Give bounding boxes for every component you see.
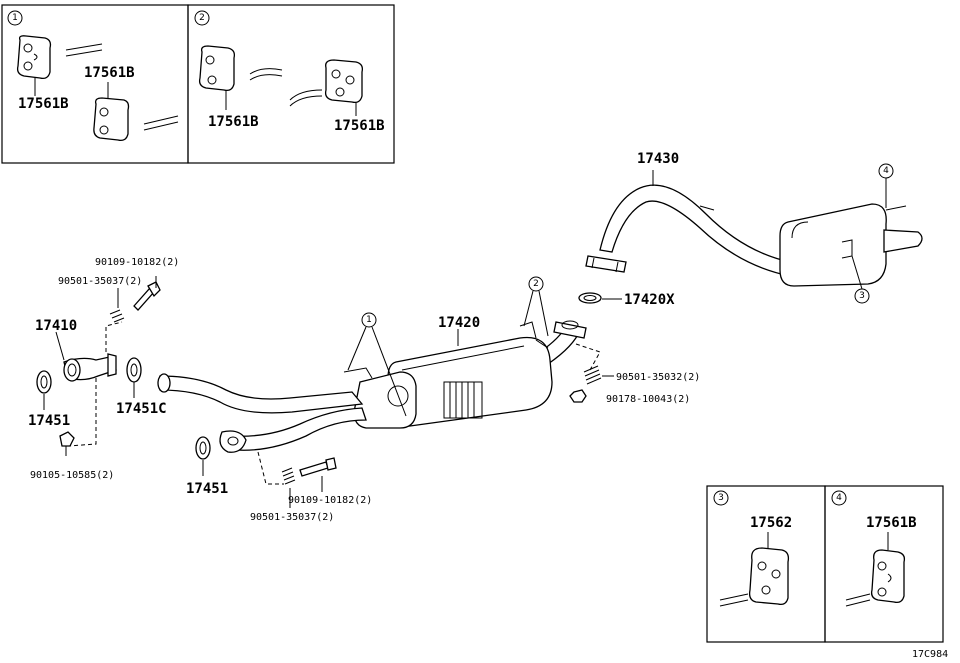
label-17451-lower: 17451: [186, 481, 228, 497]
callout-number-3: 3: [718, 493, 724, 503]
callout-number-1: 1: [366, 315, 372, 325]
top-fasteners: 90109-10182(2) 90501-35037(2): [58, 257, 179, 323]
diagram-code: 17C984: [912, 649, 948, 660]
rubber-hanger-icon: [16, 35, 52, 80]
callout-number-3: 3: [859, 291, 865, 301]
rubber-hanger-icon: [93, 97, 130, 142]
callout-number-4: 4: [836, 493, 842, 503]
label-90501-35032: 90501-35032(2): [616, 372, 700, 383]
front-pipe-assembly: 17410: [35, 318, 123, 447]
inset1-label-a: 17561B: [18, 96, 69, 112]
label-17430: 17430: [637, 151, 679, 167]
inset2-label-a: 17561B: [208, 114, 259, 130]
label-90501-35037-lower: 90501-35037(2): [250, 512, 334, 523]
inset1-label-b: 17561B: [84, 65, 135, 81]
tail-pipe-assembly: 17430 4 3: [585, 151, 923, 304]
label-17410: 17410: [35, 318, 77, 334]
callout-marker-2: [528, 276, 544, 292]
label-17420: 17420: [438, 315, 480, 331]
inset-box-1: 1 17561B 17561B: [1, 4, 189, 164]
label-90178-10043: 90178-10043(2): [606, 394, 690, 405]
label-90105-10585: 90105-10585(2): [30, 470, 114, 481]
heat-shield-fins: [443, 381, 483, 419]
center-pipe-assembly: 17420 1 2: [343, 276, 587, 429]
callout-marker-1: [361, 312, 377, 328]
callout-number-2: 2: [199, 13, 205, 23]
right-fasteners: 90501-35032(2) 90178-10043(2): [569, 343, 700, 405]
inset-box-3: 3 17562: [706, 485, 826, 643]
label-90501-35037-top: 90501-35037(2): [58, 276, 142, 287]
bolt-icon: [59, 431, 75, 447]
callout-marker-4: [831, 490, 847, 506]
inset-box-2: 2 17561B 17561B: [187, 4, 395, 164]
label-17451-left: 17451: [28, 413, 70, 429]
label-17420x: 17420X: [624, 292, 675, 308]
label-17451c: 17451C: [116, 401, 167, 417]
rubber-hanger-icon: [198, 45, 236, 92]
gasket-17451-left: 17451: [28, 370, 70, 429]
inset3-label: 17562: [750, 515, 792, 531]
gasket-17451c: 17451C: [116, 357, 167, 417]
bolt-90105: 90105-10585(2): [30, 431, 114, 481]
callout-number-4: 4: [883, 166, 889, 176]
nut-icon: [569, 389, 587, 403]
label-90109-10182-lower: 90109-10182(2): [288, 495, 372, 506]
bolt-icon: [299, 461, 329, 477]
rubber-hanger-icon: [870, 549, 906, 604]
callout-number-1: 1: [12, 13, 18, 23]
rubber-hanger-icon: [748, 547, 790, 606]
callout-marker-2: [194, 10, 210, 26]
callout-marker-3: [713, 490, 729, 506]
spring-icon: [109, 309, 125, 323]
inset2-label-b: 17561B: [334, 118, 385, 134]
lower-fasteners: 90109-10182(2) 90501-35037(2): [250, 451, 372, 523]
spring-icon: [281, 467, 296, 485]
gasket-17420x: 17420X: [578, 292, 675, 308]
rubber-hanger-icon: [324, 59, 364, 104]
spring-icon: [583, 365, 602, 385]
inset4-label: 17561B: [866, 515, 917, 531]
front-y-pipe: [157, 373, 367, 453]
callout-marker-1: [7, 10, 23, 26]
inset-box-4: 4 17561B: [824, 485, 944, 643]
gasket-17451-lower: 17451: [186, 436, 228, 497]
callout-number-2: 2: [533, 279, 539, 289]
label-90109-10182-top: 90109-10182(2): [95, 257, 179, 268]
